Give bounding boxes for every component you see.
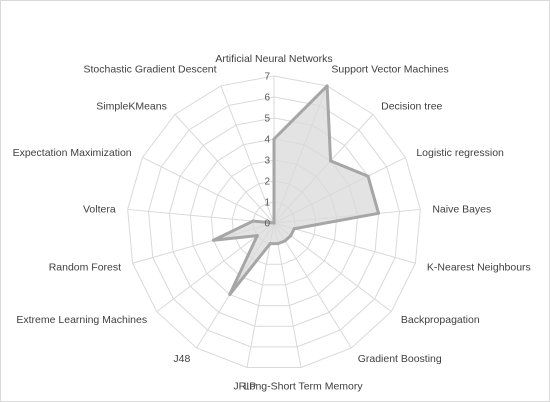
category-label: Expectation Maximization [13,147,132,159]
category-label: Voltera [83,203,116,215]
data-point [366,174,370,178]
category-label: Artificial Neural Networks [215,53,332,65]
data-point [251,219,255,223]
category-label: Random Forest [49,262,121,274]
data-point [228,292,232,296]
tick-label: 7 [264,72,270,83]
tick-label: 4 [264,135,270,146]
category-label: Support Vector Machines [331,64,448,76]
tick-label: 0 [264,219,270,230]
axis-spoke [273,222,416,264]
data-point [272,221,276,225]
axis-spoke [127,208,275,224]
data-point [325,84,329,88]
data-point [276,242,280,246]
data-point [255,234,259,238]
grid-ring [148,96,400,348]
tick-label: 3 [264,156,270,167]
category-label: K-Nearest Neighbours [427,262,531,274]
data-point [329,159,333,163]
category-label: Logistic regression [416,147,504,159]
data-point [289,234,293,238]
series-area [211,84,381,296]
tick-label: 5 [264,114,270,125]
category-label: Gradient Boosting [358,353,442,365]
axis-spoke [246,222,275,368]
data-point [272,137,276,141]
data-point [292,227,296,231]
axis-spoke [273,222,392,312]
grid-ring [127,75,421,368]
axis-spoke [220,85,275,224]
category-label: Naive Bayes [432,203,491,215]
axis-spoke [273,222,352,349]
axis-spoke [156,222,275,312]
category-label: Extreme Learning Machines [16,314,147,326]
category-label: Backpropagation [401,314,480,326]
tick-label: 6 [264,93,270,104]
category-label: J48 [173,353,190,365]
data-point [283,239,287,243]
category-label: Decision tree [381,100,442,112]
data-point [377,211,381,215]
tick-label: 1 [264,198,270,209]
tick-label: 2 [264,177,270,188]
data-point [268,242,272,246]
radial-tick-labels: 0 1 2 3 4 5 6 7 [264,72,270,230]
category-label: JRIP [233,380,256,392]
axis-spoke [142,157,275,224]
axis-spoke [174,114,275,224]
category-label: Long-Short Term Memory [244,380,364,392]
axis-spoke [273,222,302,368]
data-point [211,238,215,242]
data-layer [211,84,381,296]
category-label: SimpleKMeans [96,100,167,112]
category-label: Stochastic Gradient Descent [83,64,216,76]
grid-ring [168,117,380,327]
